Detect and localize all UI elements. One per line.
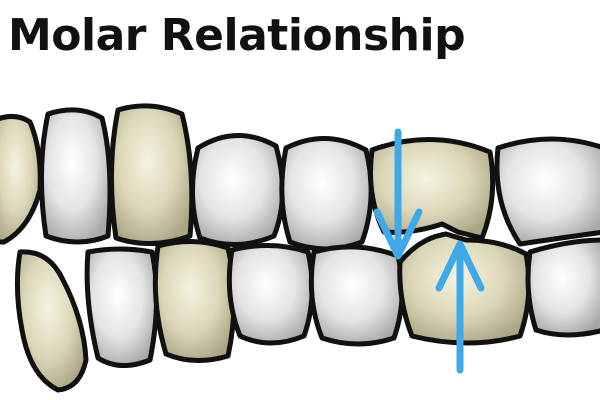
lower-first-molar-tooth: [397, 231, 532, 346]
upper-first-molar-tooth: [368, 137, 496, 241]
arrow-up-icon: [435, 240, 485, 374]
lower-canine-tooth: [14, 249, 89, 393]
upper-premolar-tooth-2: [279, 136, 374, 252]
upper-lateral-incisor-tooth: [38, 107, 113, 245]
upper-central-incisor-tooth: [108, 103, 195, 247]
lower-premolar-tooth: [226, 242, 315, 346]
lower-premolar-tooth-2: [308, 244, 405, 347]
lower-lateral-incisor-tooth: [84, 246, 160, 368]
upper-premolar-tooth: [190, 133, 285, 248]
arrow-down-icon: [373, 128, 423, 260]
upper-second-molar-tooth: [494, 136, 600, 247]
upper-canine-tooth: [0, 114, 43, 245]
lower-central-incisor-tooth: [152, 238, 237, 364]
page-title: Molar Relationship: [8, 10, 466, 61]
lower-second-molar-tooth: [525, 237, 600, 338]
